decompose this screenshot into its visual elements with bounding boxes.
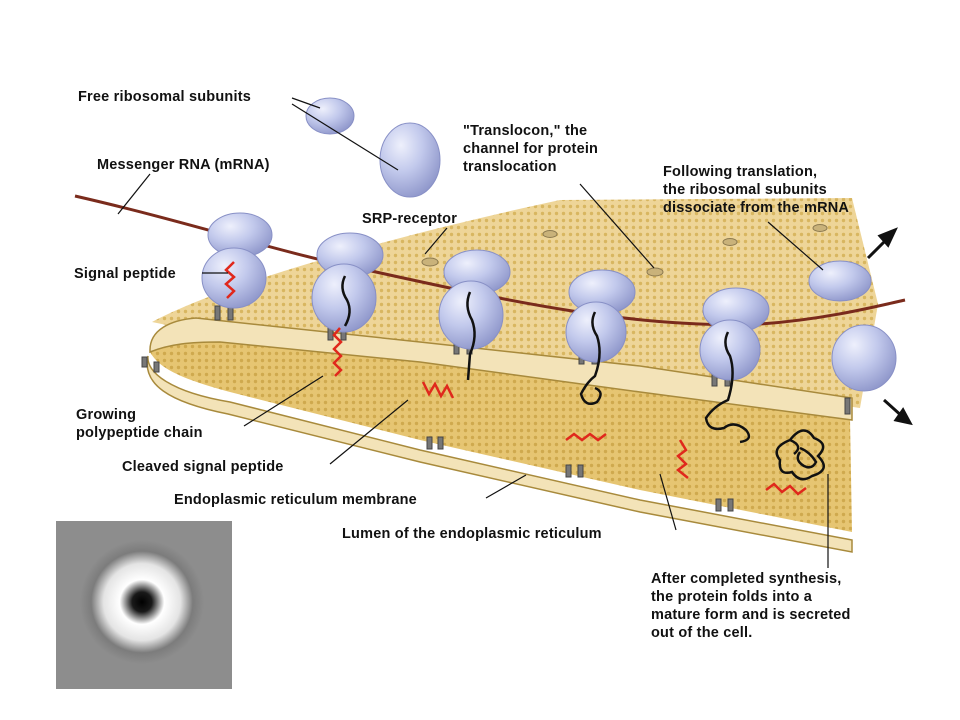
dissociation-arrows [866, 227, 913, 426]
er-upper-surface [152, 198, 878, 408]
label-following-translation: Following translation, the ribosomal sub… [663, 164, 850, 216]
er-lumen [150, 342, 852, 532]
label-after-synthesis: After completed synthesis, the protein f… [651, 571, 851, 641]
srp-receptor-markers [421, 224, 828, 277]
cleaved-signal-peptides [421, 381, 807, 496]
er-membrane-edge [149, 317, 853, 421]
leader-lines [117, 97, 829, 568]
label-growing-polypeptide-chain: Growing polypeptide chain [76, 407, 203, 441]
label-messenger-rna: Messenger RNA (mRNA) [97, 157, 270, 173]
label-srp-receptor: SRP-receptor [362, 211, 458, 227]
label-free-ribosomal-subunits: Free ribosomal subunits [78, 89, 251, 105]
polypeptide-chains [224, 261, 825, 481]
inset-ring-particle [80, 540, 204, 664]
label-er-membrane: Endoplasmic reticulum membrane [174, 492, 417, 508]
label-cleaved-signal-peptide: Cleaved signal peptide [122, 459, 284, 475]
er-lower-surface [146, 355, 853, 553]
label-translocon: "Translocon," the channel for protein tr… [463, 123, 599, 175]
label-lumen: Lumen of the endoplasmic reticulum [342, 526, 602, 542]
label-signal-peptide: Signal peptide [74, 266, 176, 282]
